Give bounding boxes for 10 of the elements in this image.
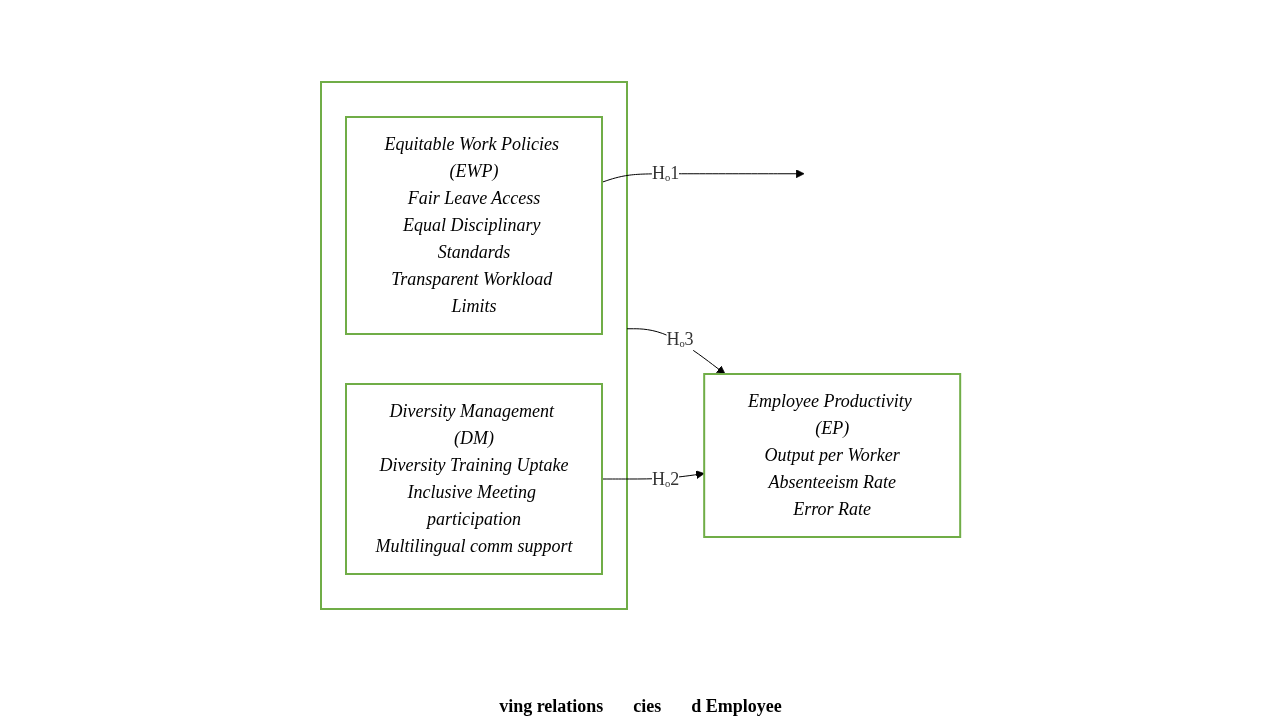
edge-label: Hₒ2 [651,468,680,488]
caption-fragment: d Employee [691,696,782,717]
node-box: Employee Productivity (EP) Output per Worker Absenteeism Rate Error Rate [703,372,962,538]
cluster [319,80,628,610]
node-box: Diversity Management (DM) Diversity Training Uptake Inclusive Meeting participation Multilingual comm support [344,382,603,575]
edge-label: Hₒ3 [666,328,694,349]
caption-fragment: ving relations [499,696,604,717]
edge-label: Hₒ1 [651,162,680,183]
node-box: Equitable Work Policies (EWP) Fair Leave Access Equal Disciplinary Standards Transparent Workload Limits [344,115,603,335]
caption-fragment: cies [633,696,662,717]
